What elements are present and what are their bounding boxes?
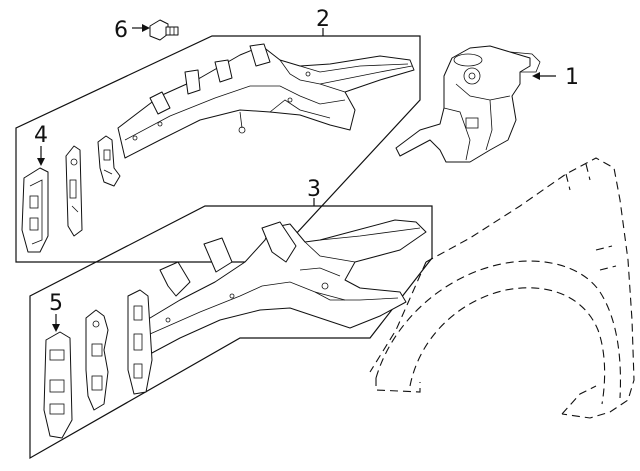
lower-frame-rail	[139, 219, 427, 355]
rail-bracket-middle	[65, 145, 83, 237]
callout-4: 4	[34, 123, 48, 148]
bolt-6	[149, 19, 179, 41]
callout-2: 2	[316, 7, 330, 32]
group-3-frame	[29, 198, 433, 460]
rail-bracket-4	[21, 167, 49, 253]
callout-3: 3	[307, 177, 321, 202]
callout-5-arrow	[52, 314, 60, 332]
callout-6-arrow	[132, 24, 150, 32]
callout-1: 1	[565, 65, 579, 90]
lower-bracket-middle	[85, 309, 109, 411]
rail-bracket-small	[97, 135, 121, 187]
callout-1-arrow	[532, 72, 556, 80]
lower-bracket-5	[43, 331, 73, 439]
lower-bracket-outer	[127, 289, 153, 395]
callout-4-arrow	[37, 146, 45, 166]
callout-6: 6	[114, 18, 128, 43]
shock-tower-apron	[395, 45, 541, 163]
callout-5: 5	[49, 291, 63, 316]
fender-reference	[369, 157, 635, 419]
upper-frame-rail	[117, 43, 415, 159]
